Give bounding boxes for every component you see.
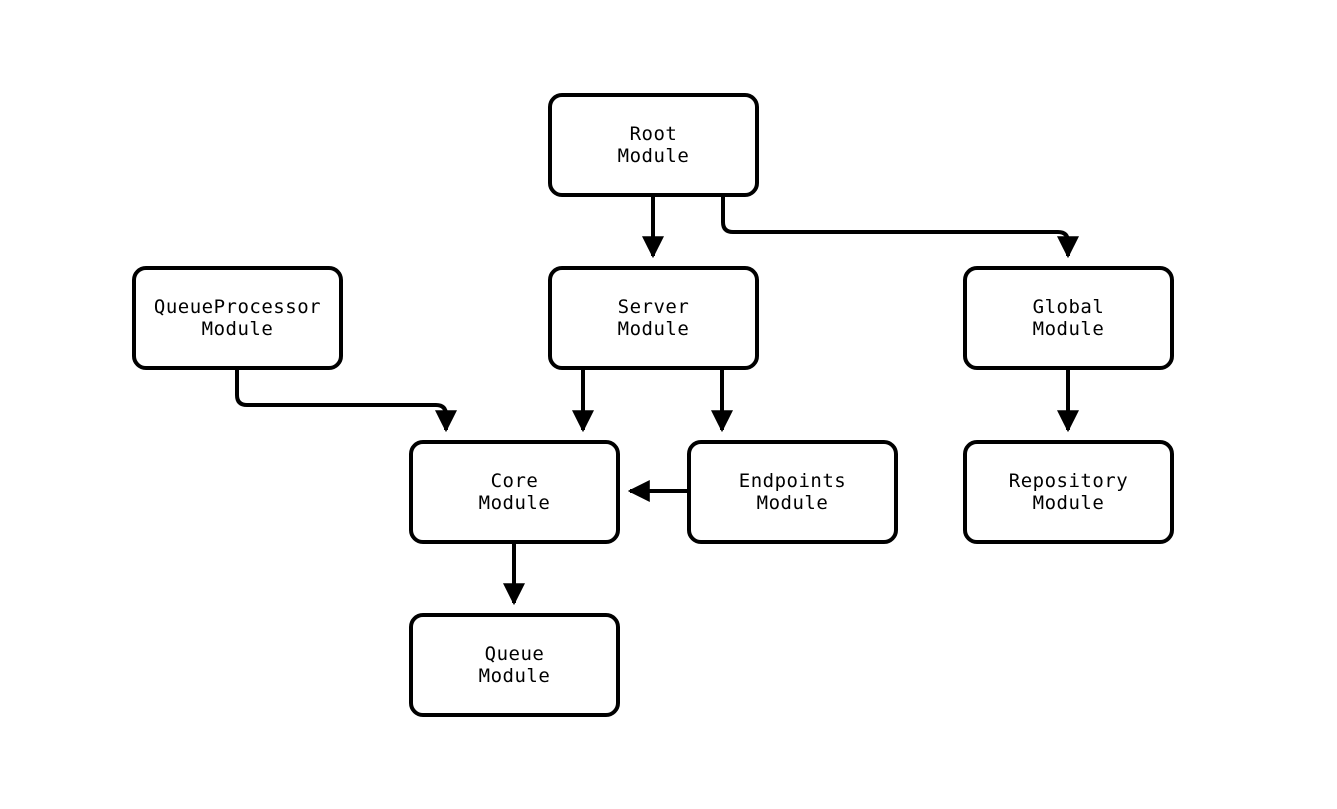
node-label-line1: Server	[617, 296, 690, 318]
node-server-module[interactable]: Server Module	[548, 266, 759, 370]
node-core-module[interactable]: Core Module	[409, 440, 620, 544]
node-label-line2: Module	[617, 318, 690, 340]
node-label-line1: Global	[1032, 296, 1105, 318]
node-label-line1: Endpoints	[738, 470, 847, 492]
node-label-line1: Queue	[484, 643, 545, 665]
edge-queueprocessor-to-core	[235, 370, 457, 433]
node-label-line1: Repository	[1008, 470, 1129, 492]
node-label-line1: QueueProcessor	[153, 296, 322, 318]
node-label-line1: Root	[629, 123, 678, 145]
node-root-module[interactable]: Root Module	[548, 93, 759, 197]
node-label-line2: Module	[201, 318, 274, 340]
edge-root-to-global	[721, 197, 1079, 259]
node-label-line1: Core	[490, 470, 539, 492]
node-label-line2: Module	[756, 492, 829, 514]
node-label-line2: Module	[478, 665, 551, 687]
node-label-line2: Module	[1032, 492, 1105, 514]
node-label-line2: Module	[1032, 318, 1105, 340]
node-global-module[interactable]: Global Module	[963, 266, 1174, 370]
node-queueprocessor-module[interactable]: QueueProcessor Module	[132, 266, 343, 370]
node-repository-module[interactable]: Repository Module	[963, 440, 1174, 544]
node-label-line2: Module	[478, 492, 551, 514]
node-endpoints-module[interactable]: Endpoints Module	[687, 440, 898, 544]
node-queue-module[interactable]: Queue Module	[409, 613, 620, 717]
node-label-line2: Module	[617, 145, 690, 167]
